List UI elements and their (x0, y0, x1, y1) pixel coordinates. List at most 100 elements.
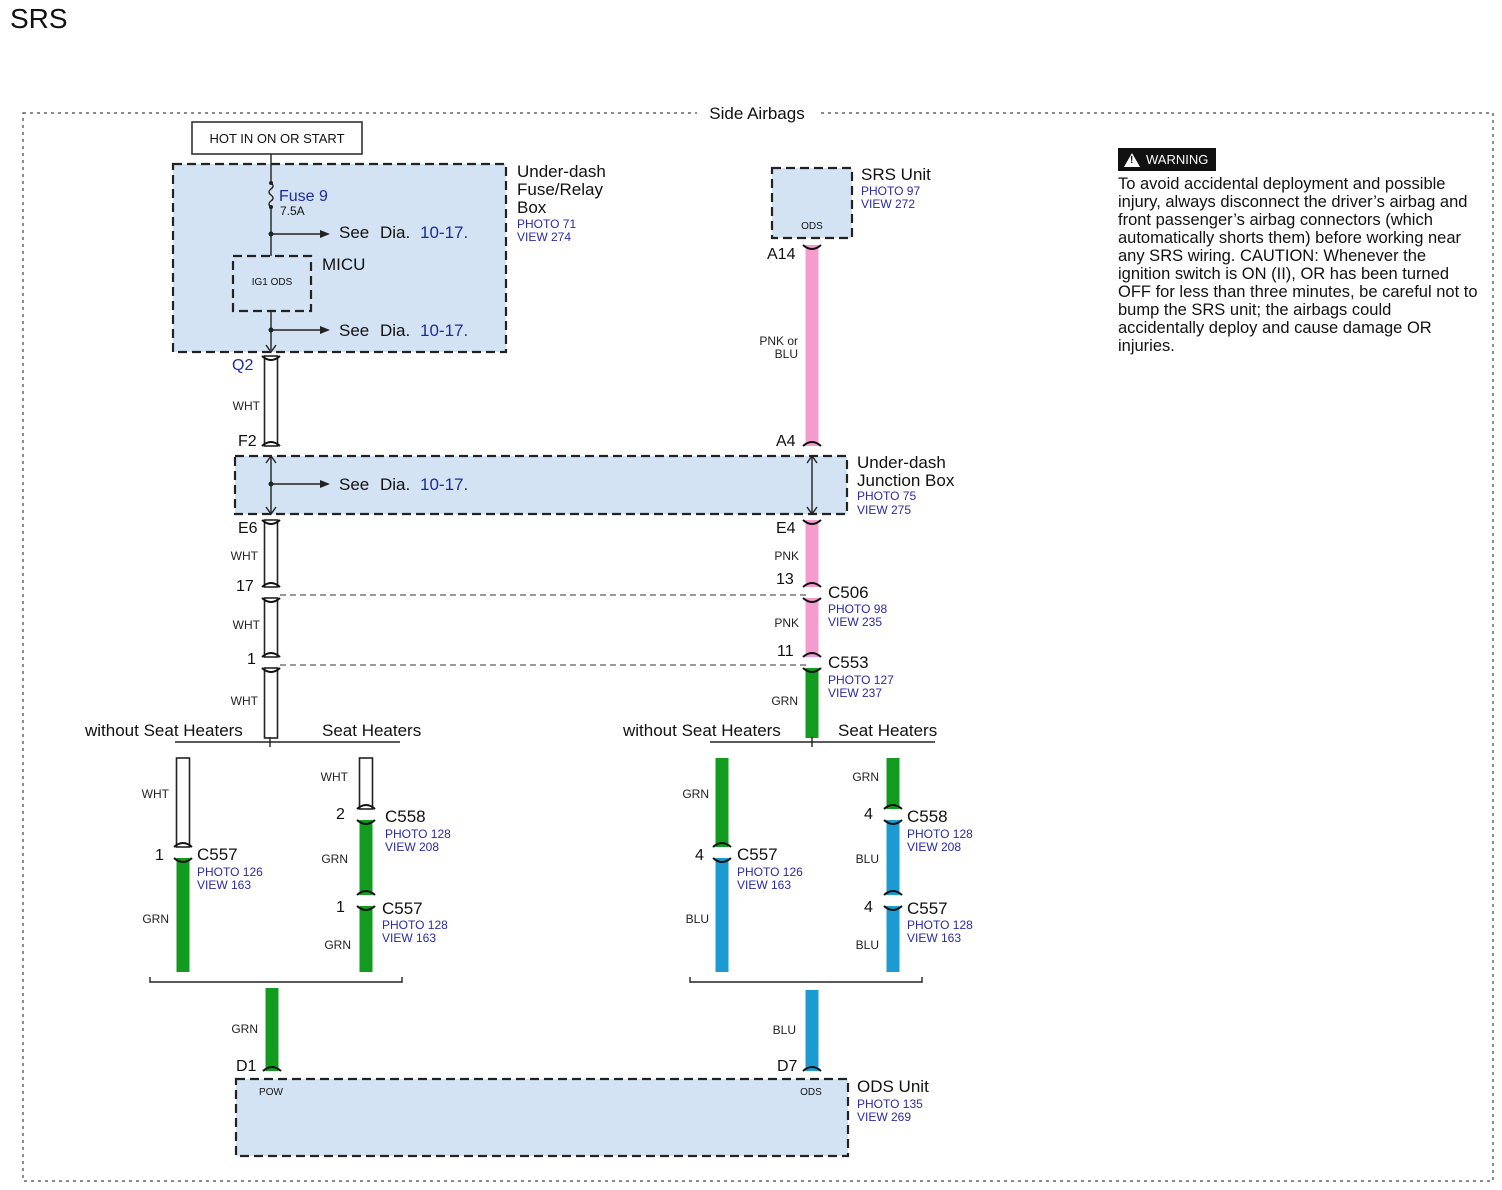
connector-symbol (261, 441, 281, 447)
wire-a14-a4 (805, 245, 819, 446)
wire-r-b-top (886, 758, 900, 809)
frame-title: Side Airbags (709, 104, 804, 123)
fuse-box-photo[interactable]: PHOTO 71 (517, 217, 576, 231)
wire-q2-f2 (263, 355, 279, 447)
pin-r-c558: 4 (864, 806, 873, 823)
ods-unit-photo[interactable]: PHOTO 135 (857, 1097, 923, 1111)
r-c557b-photo[interactable]: PHOTO 128 (907, 918, 973, 932)
wire-label: PNK or (759, 334, 798, 348)
power-source-label: HOT IN ON OR START (209, 131, 344, 146)
wire-label: GRN (321, 852, 348, 866)
pin-e4: E4 (776, 520, 796, 537)
warning-badge: ! WARNING (1118, 148, 1217, 171)
c506-photo[interactable]: PHOTO 98 (828, 602, 887, 616)
connector-symbol (802, 441, 822, 447)
l-c557b-photo[interactable]: PHOTO 128 (382, 918, 448, 932)
junction-box-photo[interactable]: PHOTO 75 (857, 489, 916, 503)
ods-unit-view[interactable]: VIEW 269 (857, 1110, 911, 1124)
pin-r-c557b: 4 (864, 899, 873, 916)
wire-label: BLU (773, 1023, 796, 1037)
fuse-box-name-3: Box (517, 198, 547, 217)
dia-link[interactable]: 10-17. (420, 223, 468, 242)
connector-symbol (261, 355, 281, 361)
l-c558-view[interactable]: VIEW 208 (385, 840, 439, 854)
r-c557-photo[interactable]: PHOTO 126 (737, 865, 803, 879)
right-merge-bracket (689, 977, 923, 983)
fuse-box-view[interactable]: VIEW 274 (517, 230, 571, 244)
fuse-box-name-2: Fuse/Relay (517, 180, 603, 199)
wire-l-b-mid (359, 820, 373, 895)
r-c557b-view[interactable]: VIEW 163 (907, 931, 961, 945)
connector-symbol (883, 890, 903, 896)
srs-unit-name: SRS Unit (861, 165, 931, 184)
r-c558-photo[interactable]: PHOTO 128 (907, 827, 973, 841)
l-c557-name: C557 (197, 845, 238, 864)
ods-pin-ods: ODS (800, 1087, 822, 1098)
wire-layer (173, 244, 903, 1072)
pin-c553-right: 11 (777, 643, 794, 660)
wire-r-a-bot (715, 858, 729, 972)
connector-symbol (712, 842, 732, 848)
dia-link[interactable]: 10-17. (420, 475, 468, 494)
l-c557b-view[interactable]: VIEW 163 (382, 931, 436, 945)
wire-label: BLU (856, 938, 879, 952)
r-c558-name: C558 (907, 807, 948, 826)
r-c558-view[interactable]: VIEW 208 (907, 840, 961, 854)
r-c557b-name: C557 (907, 899, 948, 918)
pin-e6: E6 (238, 520, 258, 537)
connector-symbol (883, 819, 903, 825)
fuse-name[interactable]: Fuse 9 (279, 188, 328, 205)
l-c557b-name: C557 (382, 899, 423, 918)
wire-l-a-bot (176, 858, 190, 972)
warning-badge-label: WARNING (1146, 152, 1209, 167)
pin-l-c558: 2 (336, 806, 345, 823)
wire-to-d1 (265, 988, 279, 1071)
wire-label: BLU (775, 347, 798, 361)
pin-a4: A4 (776, 433, 796, 450)
micu-box (231, 254, 313, 313)
wire-label: WHT (231, 694, 259, 708)
l-c558-photo[interactable]: PHOTO 128 (385, 827, 451, 841)
ods-unit-box (234, 1077, 850, 1158)
dia-link[interactable]: 10-17. (420, 321, 468, 340)
pin-l-c557: 1 (155, 847, 164, 864)
wire-1-split (263, 667, 279, 739)
connector-symbol (802, 582, 822, 588)
variant-with-left: Seat Heaters (322, 721, 421, 740)
left-merge-bracket (149, 977, 403, 983)
arrow-icon (320, 230, 330, 238)
pin-d1: D1 (236, 1058, 257, 1075)
wire-r-a-top (715, 758, 729, 847)
wire-label: GRN (682, 787, 709, 801)
connector-symbol (802, 597, 822, 603)
l-c558-name: C558 (385, 807, 426, 826)
fuse-relay-box (171, 162, 508, 354)
l-c557-photo[interactable]: PHOTO 126 (197, 865, 263, 879)
connector-symbol (356, 819, 376, 825)
connector-symbol (802, 652, 822, 658)
l-c557-view[interactable]: VIEW 163 (197, 878, 251, 892)
fuse-rating: 7.5A (280, 204, 305, 218)
srs-unit-view[interactable]: VIEW 272 (861, 197, 915, 211)
srs-unit-photo[interactable]: PHOTO 97 (861, 184, 920, 198)
arrow-icon (320, 480, 330, 488)
pin-c506-right: 13 (776, 571, 794, 588)
r-c557-view[interactable]: VIEW 163 (737, 878, 791, 892)
connector-symbol (356, 804, 376, 810)
connector-symbol (802, 1066, 822, 1072)
warning-block: ! WARNING To avoid accidental deployment… (1118, 148, 1478, 355)
wire-r-b-bot (886, 906, 900, 972)
connector-symbol (356, 890, 376, 896)
see-label: See (339, 321, 369, 340)
wire-l-a-top (175, 757, 191, 848)
page-title: SRS (10, 3, 68, 34)
c506-view[interactable]: VIEW 235 (828, 615, 882, 629)
c553-photo[interactable]: PHOTO 127 (828, 673, 894, 687)
junction-box-name-2: Junction Box (857, 471, 955, 490)
wire-label: WHT (233, 618, 261, 632)
wire-label: WHT (231, 549, 259, 563)
dia-label: Dia. (380, 321, 410, 340)
c553-view[interactable]: VIEW 237 (828, 686, 882, 700)
c553-name: C553 (828, 653, 869, 672)
junction-box-view[interactable]: VIEW 275 (857, 503, 911, 517)
